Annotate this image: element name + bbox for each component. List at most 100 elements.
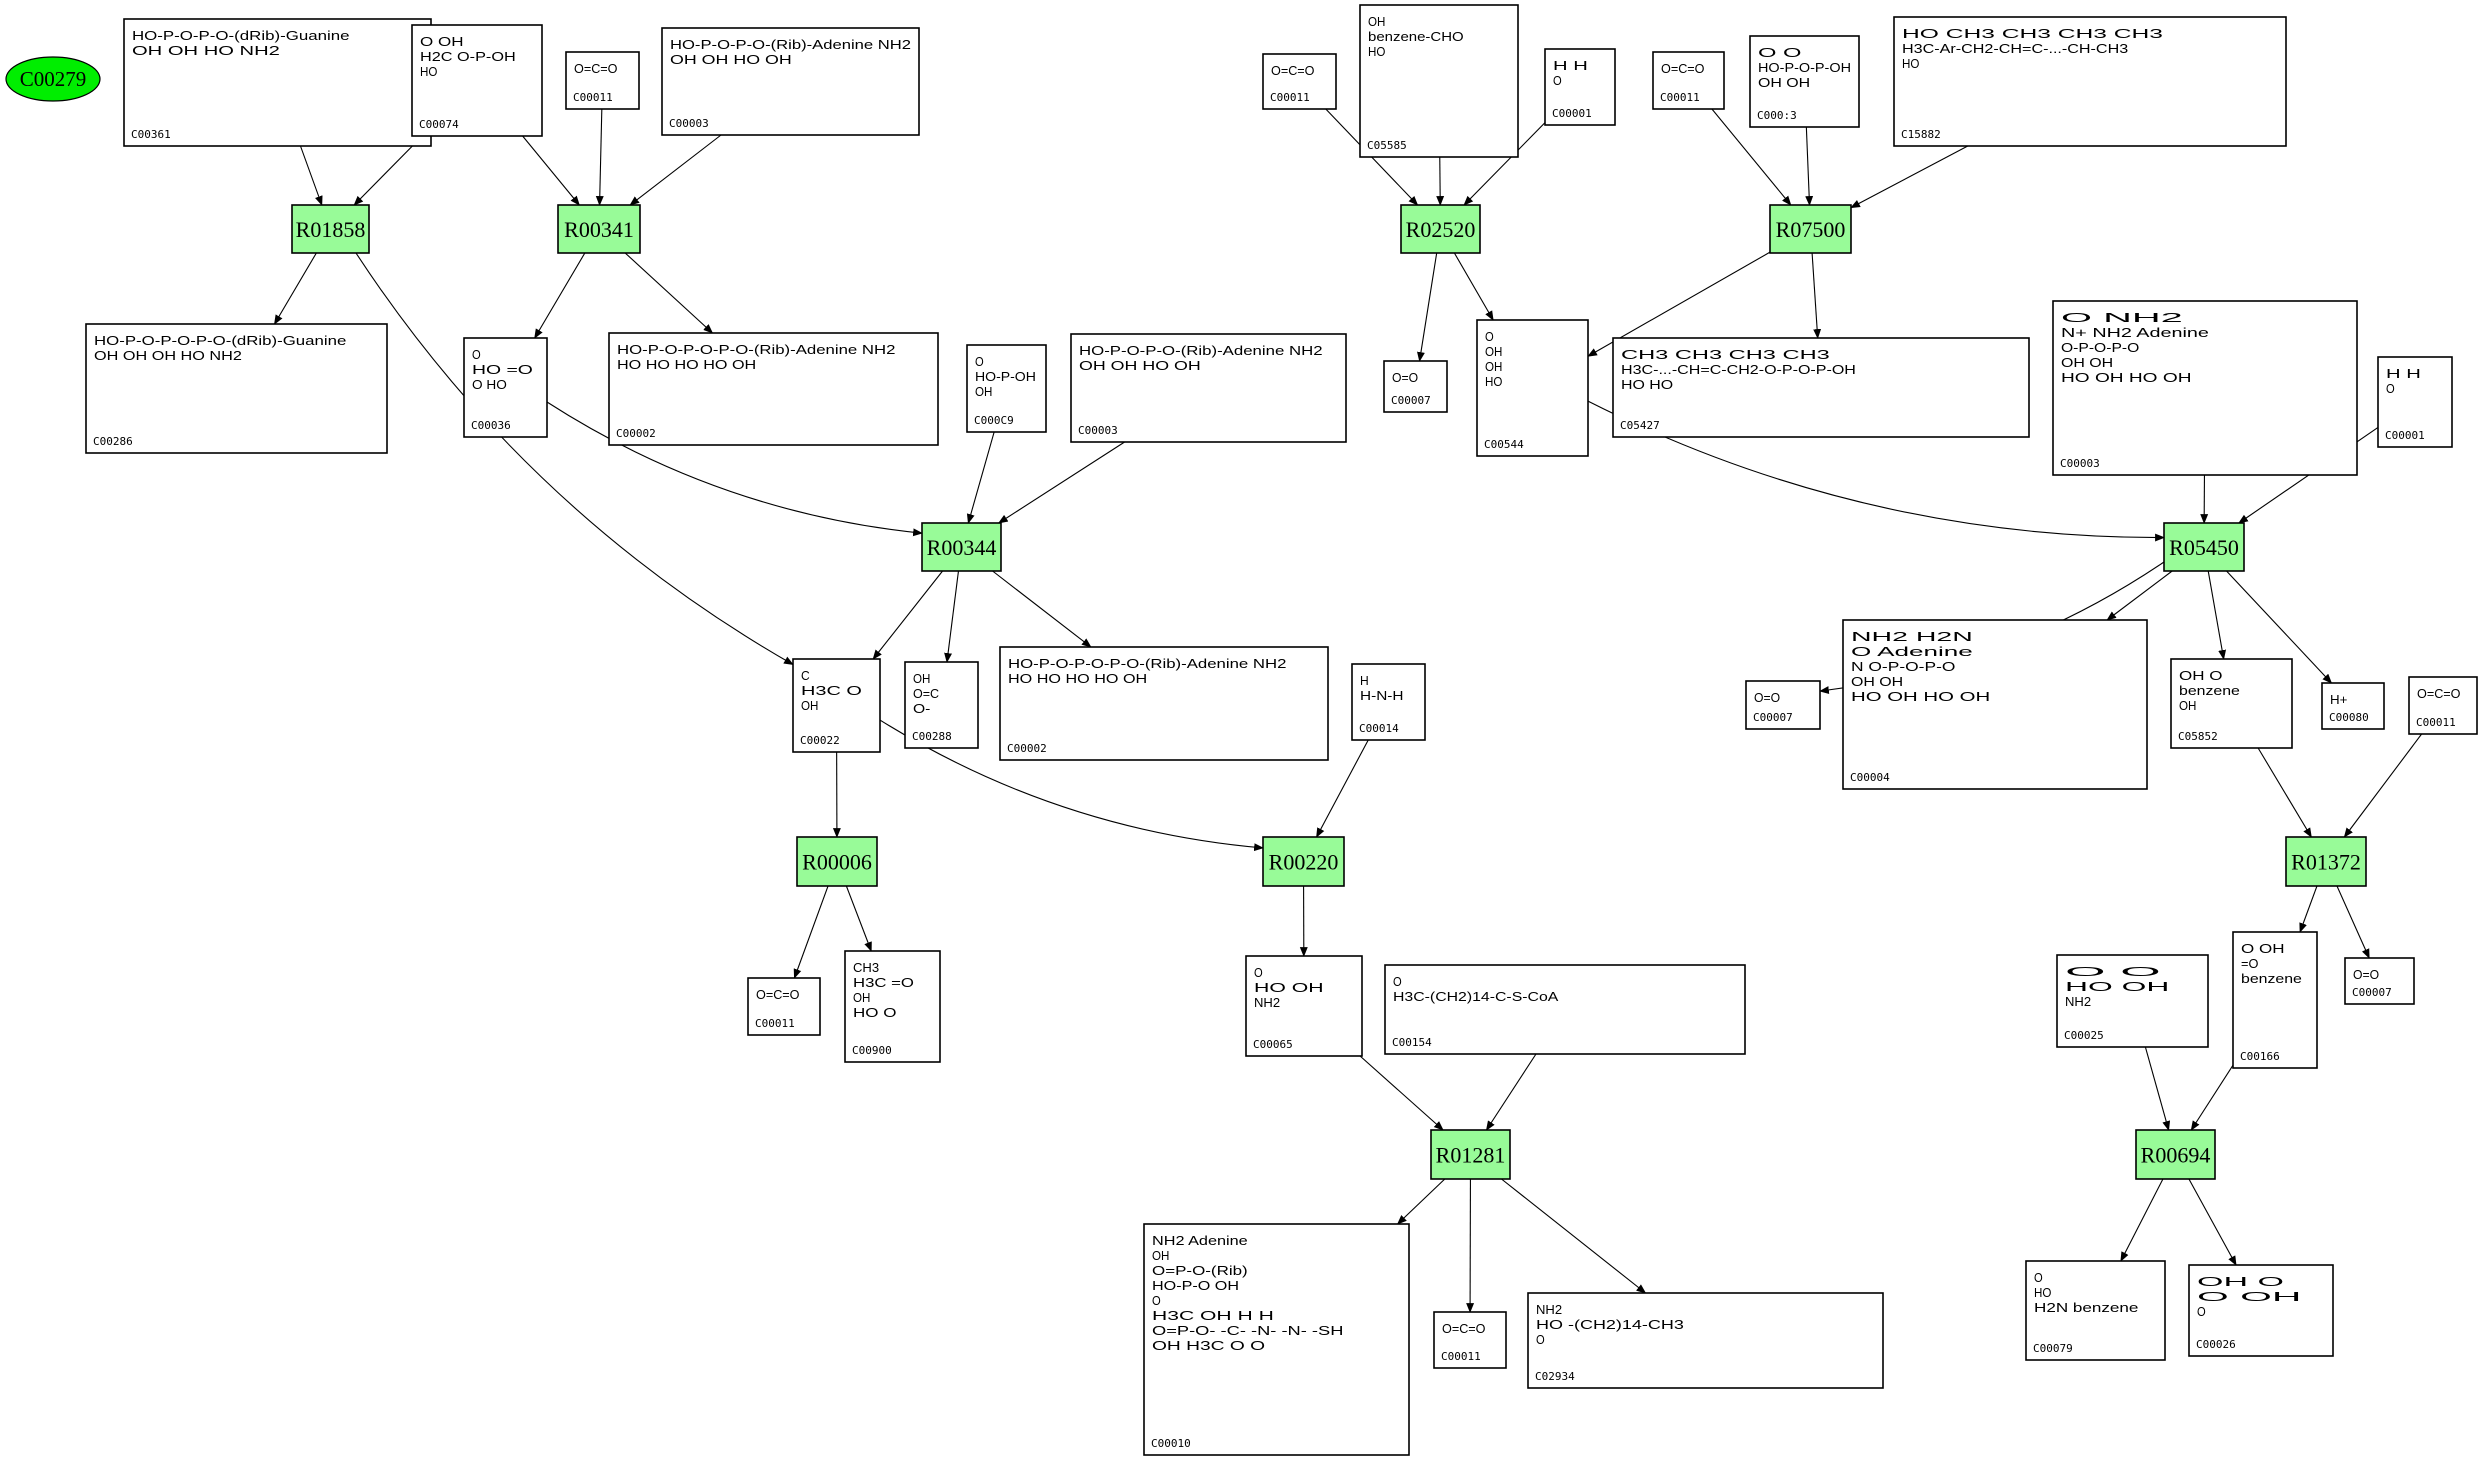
compound-structure: O=O [2353, 967, 2379, 982]
structure-line: O O [1758, 45, 1802, 60]
reaction-label: R00694 [2141, 1143, 2211, 1168]
edge-c00013-to-r07500 [1805, 126, 1814, 206]
reaction-node-r01372[interactable]: R01372 [2285, 836, 2367, 887]
edge-c15882-to-r07500 [1850, 145, 1969, 209]
reaction-label: R00220 [1269, 850, 1339, 875]
reaction-box [1769, 204, 1852, 254]
compound-id-label: C00011 [1441, 1350, 1481, 1363]
reaction-box [2285, 836, 2367, 887]
compound-id-label: C00074 [419, 118, 459, 131]
structure-line: O Adenine [1851, 644, 1973, 659]
edge-r00006-to-c00900 [845, 885, 872, 952]
structure-line: HO-P-O-P-O-(Rib)-Adenine NH2 [1079, 343, 1323, 358]
edge-c00065-to-r01281 [1359, 1055, 1444, 1131]
structure-line: NH2 [1536, 1302, 1562, 1317]
reaction-node-r00344[interactable]: R00344 [921, 522, 1002, 572]
compound-box [661, 27, 920, 136]
structure-line: O-P-O-P-O [2061, 340, 2139, 355]
reaction-node-r07500[interactable]: R07500 [1769, 204, 1852, 254]
reaction-node-r00220[interactable]: R00220 [1262, 836, 1345, 887]
reaction-node-r05450[interactable]: R05450 [2163, 522, 2245, 572]
compound-node-c00080[interactable]: H+C00080 [2321, 682, 2385, 730]
compound-id-label: C00288 [912, 730, 952, 743]
reaction-node-r00006[interactable]: R00006 [796, 836, 878, 887]
reaction-node-r01281[interactable]: R01281 [1430, 1129, 1511, 1180]
edge-c00014-to-r00220 [1316, 739, 1369, 838]
structure-line: HO [1902, 56, 1919, 71]
root-compound-node[interactable]: C00279 [5, 56, 101, 102]
structure-line: H3C =O [853, 975, 914, 990]
compound-box [1143, 1223, 1410, 1456]
structure-line: HO OH [1254, 980, 1324, 995]
compound-box [1245, 955, 1363, 1057]
structure-line: O [1152, 1293, 1161, 1308]
edge-c00166-to-r00694 [2190, 1064, 2234, 1131]
reaction-box [921, 522, 1002, 572]
edge-r00344-to-c00288 [944, 570, 960, 663]
edge-c00025-to-r00694 [2144, 1046, 2171, 1131]
reaction-node-r00694[interactable]: R00694 [2135, 1129, 2216, 1180]
structure-line: HO OH HO OH [1851, 689, 1990, 704]
reaction-node-r00341[interactable]: R00341 [557, 204, 641, 254]
compound-id-label: C00544 [1484, 438, 1524, 451]
structure-line: H H [2386, 366, 2421, 381]
reaction-node-r01858[interactable]: R01858 [291, 204, 370, 254]
compound-id-label: C00026 [2196, 1338, 2236, 1351]
structure-line: O=O [2353, 967, 2379, 982]
structure-line: N+ NH2 Adenine [2061, 325, 2209, 340]
reaction-node-r02520[interactable]: R02520 [1400, 204, 1481, 254]
structure-line: HO =O [472, 362, 533, 377]
compound-id-label: C05427 [1620, 419, 1660, 432]
compound-box [463, 337, 548, 438]
edge-r01281-to-c02934 [1501, 1178, 1647, 1294]
structure-line: N O-P-O-P-O [1851, 659, 1955, 674]
structure-line: HO HO HO HO OH [617, 357, 756, 372]
structure-line: O [2197, 1304, 2206, 1319]
edge-r00694-to-c00079 [2120, 1178, 2164, 1262]
